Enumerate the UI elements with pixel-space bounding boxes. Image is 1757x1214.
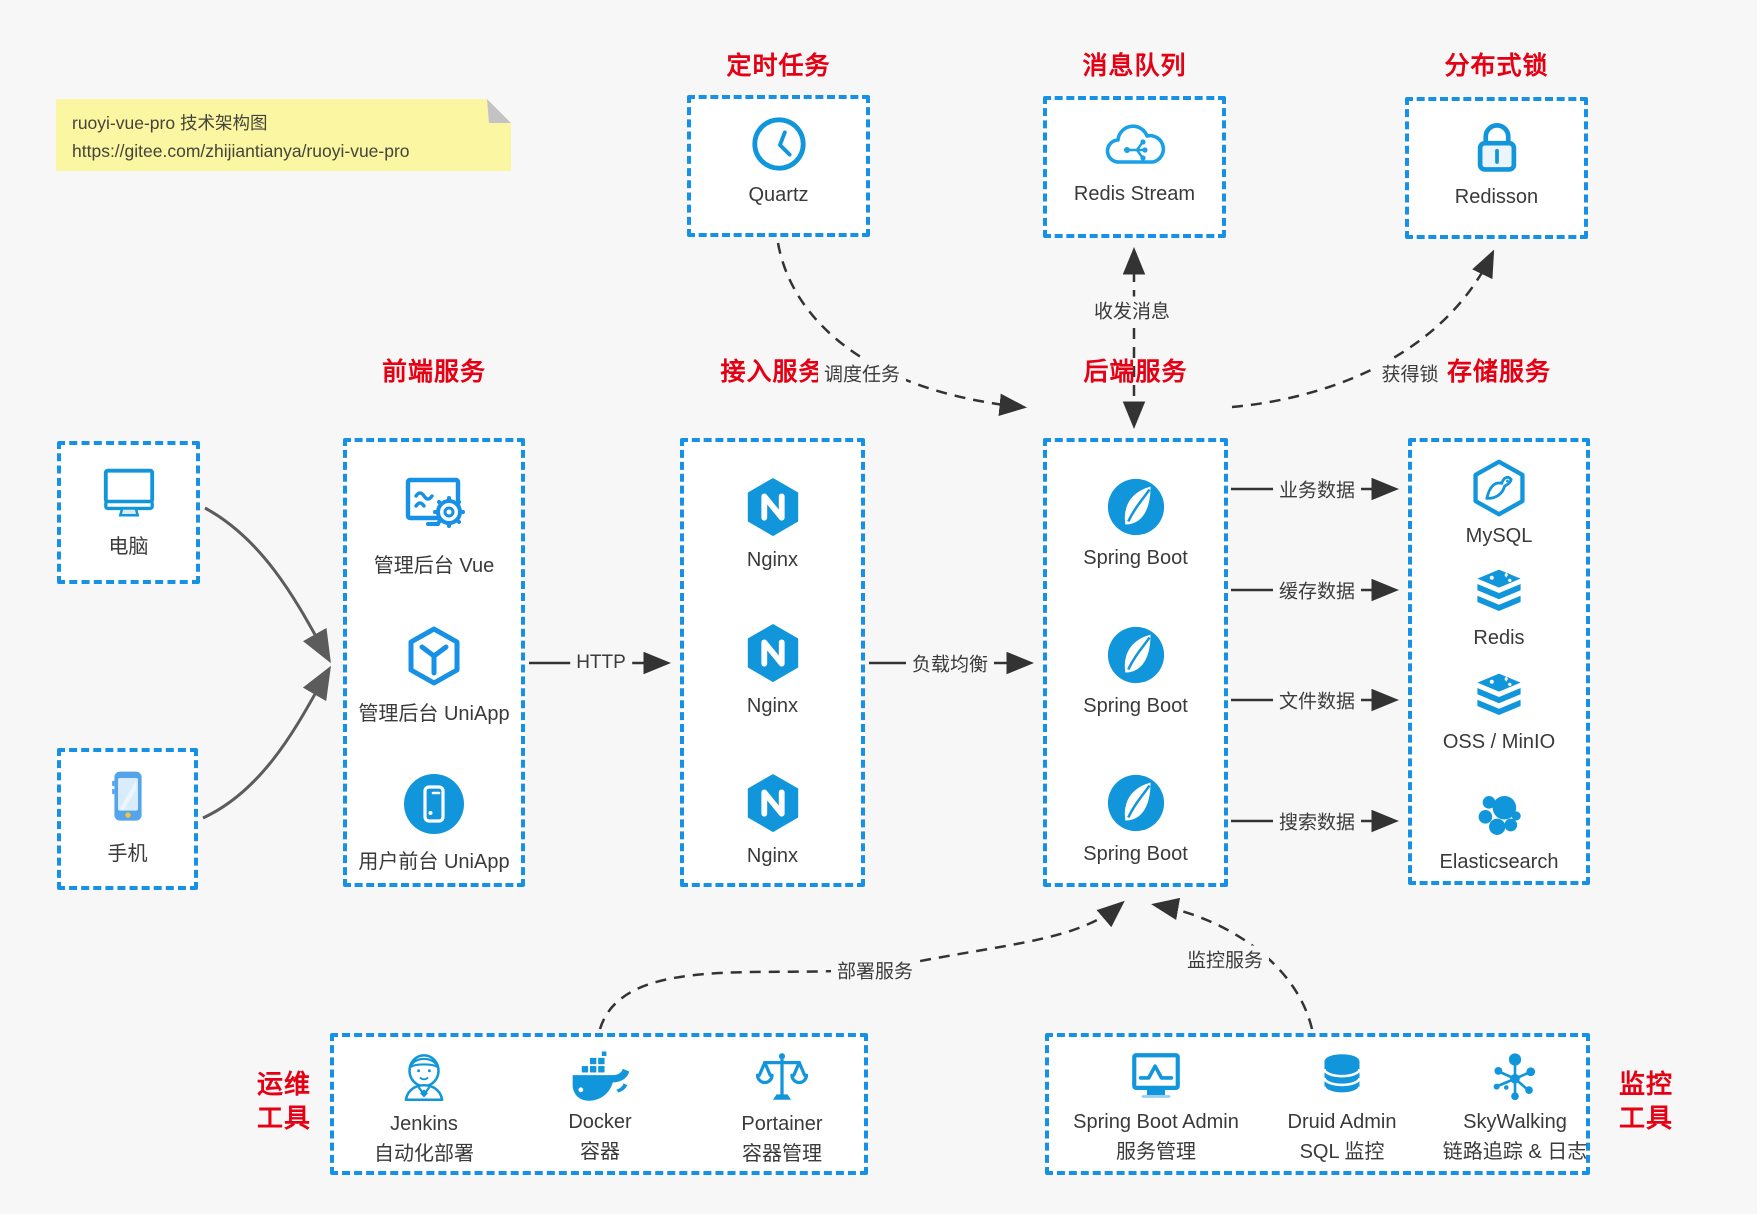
sticky-note: ruoyi-vue-pro 技术架构图 https://gitee.com/zh… <box>56 99 511 171</box>
monitoring-side-label-line2: 工具 <box>1618 1102 1673 1133</box>
smartphone-icon <box>111 771 142 821</box>
mysql-label: MySQL <box>1465 525 1533 547</box>
portainer-name: Portainer <box>741 1113 823 1135</box>
druid-admin-name: Druid Admin <box>1287 1111 1397 1133</box>
cloud-stream-icon <box>1105 124 1165 164</box>
oss-minio-label: OSS / MinIO <box>1442 731 1556 753</box>
nginx-icon <box>747 477 798 537</box>
title-gateway: 接入服务 <box>720 358 825 386</box>
portainer-scales-icon <box>755 1053 809 1100</box>
quartz-label: Quartz <box>748 184 809 206</box>
box-quartz: Quartz <box>687 95 870 237</box>
nginx-label-2: Nginx <box>746 695 799 717</box>
label-business-data: 业务数据 <box>1272 475 1362 503</box>
lock-icon <box>1477 123 1516 172</box>
box-redis-stream: Redis Stream <box>1043 96 1226 238</box>
nginx-icon <box>747 773 798 833</box>
spring-boot-admin-desc: 服务管理 <box>1116 1141 1196 1163</box>
box-phone-client: 手机 <box>57 748 198 890</box>
monitor-chart-icon <box>1132 1053 1180 1098</box>
title-scheduled-tasks: 定时任务 <box>726 52 831 80</box>
redis-stream-label: Redis Stream <box>1073 183 1196 205</box>
spring-boot-label-2: Spring Boot <box>1083 695 1188 717</box>
topology-icon <box>1493 1053 1536 1101</box>
box-backend: Spring Boot Spring Boot Spring Boot <box>1043 438 1228 887</box>
user-uniapp-label: 用户前台 UniApp <box>358 851 510 873</box>
box-monitoring-tools: Spring Boot Admin 服务管理 Druid Admin SQL 监… <box>1045 1033 1590 1175</box>
label-messaging: 收发消息 <box>1087 296 1177 324</box>
note-line-1: ruoyi-vue-pro 技术架构图 <box>72 113 268 133</box>
clock-icon <box>751 117 806 171</box>
druid-admin-desc: SQL 监控 <box>1299 1141 1385 1163</box>
spring-leaf-icon <box>1107 774 1164 832</box>
skywalking-desc: 链路追踪 & 日志 <box>1442 1141 1588 1163</box>
label-file-data: 文件数据 <box>1272 686 1362 714</box>
nginx-label-1: Nginx <box>746 549 799 571</box>
label-cache-data: 缓存数据 <box>1272 576 1362 604</box>
elasticsearch-icon <box>1478 795 1521 835</box>
user-app-icon <box>404 774 464 834</box>
label-acquire-lock: 获得锁 <box>1375 359 1445 387</box>
docker-name: Docker <box>568 1111 632 1133</box>
spring-boot-label-1: Spring Boot <box>1083 547 1188 569</box>
desktop-icon <box>103 468 154 517</box>
note-line-2: https://gitee.com/zhijiantianya/ruoyi-vu… <box>72 141 410 161</box>
monitoring-side-label: 监控 工具 <box>1602 1068 1690 1136</box>
note-text: ruoyi-vue-pro 技术架构图 https://gitee.com/zh… <box>72 109 410 165</box>
box-frontend: 管理后台 Vue 管理后台 UniApp 用户前台 UniApp <box>343 438 525 887</box>
jenkins-name: Jenkins <box>390 1113 458 1135</box>
redisson-label: Redisson <box>1454 186 1539 208</box>
spring-leaf-icon <box>1107 626 1164 684</box>
label-search-data: 搜索数据 <box>1272 807 1362 835</box>
jenkins-icon <box>404 1054 444 1102</box>
admin-vue-label: 管理后台 Vue <box>373 555 495 577</box>
box-ops-tools: Jenkins 自动化部署 Docker 容器 <box>330 1033 868 1175</box>
title-frontend: 前端服务 <box>381 358 486 386</box>
jenkins-desc: 自动化部署 <box>374 1143 474 1165</box>
title-storage: 存储服务 <box>1446 358 1551 386</box>
redis-icon <box>1477 569 1521 611</box>
docker-icon <box>572 1051 630 1101</box>
note-fold-corner <box>487 99 511 123</box>
label-http: HTTP <box>570 652 632 674</box>
phone-label: 手机 <box>107 843 148 865</box>
nginx-icon <box>747 623 798 683</box>
edge-phone-to-frontend <box>202 665 332 820</box>
database-icon <box>1323 1054 1361 1095</box>
redis-label: Redis <box>1473 627 1525 649</box>
ops-side-label: 运维 工具 <box>240 1068 328 1136</box>
spring-boot-admin-name: Spring Boot Admin <box>1073 1111 1239 1133</box>
box-redisson: Redisson <box>1405 97 1588 239</box>
title-backend: 后端服务 <box>1083 358 1188 386</box>
title-message-queue: 消息队列 <box>1082 52 1187 80</box>
uniapp-cube-icon <box>408 626 460 686</box>
ops-side-label-line1: 运维 <box>256 1069 311 1099</box>
docker-desc: 容器 <box>580 1141 620 1163</box>
skywalking-name: SkyWalking <box>1463 1111 1567 1133</box>
mysql-icon <box>1473 459 1525 517</box>
pc-label: 电脑 <box>108 536 149 558</box>
spring-leaf-icon <box>1107 478 1164 536</box>
label-load-balance: 负载均衡 <box>905 649 995 677</box>
label-schedule-task: 调度任务 <box>817 359 907 387</box>
box-pc-client: 电脑 <box>57 441 200 584</box>
oss-minio-icon <box>1477 673 1521 715</box>
spring-boot-label-3: Spring Boot <box>1083 843 1188 865</box>
edge-pc-to-frontend <box>204 506 331 664</box>
admin-uniapp-label: 管理后台 UniApp <box>358 703 510 725</box>
title-distributed-lock: 分布式锁 <box>1444 52 1549 80</box>
portainer-desc: 容器管理 <box>742 1143 822 1165</box>
ops-side-label-line2: 工具 <box>256 1102 311 1133</box>
label-monitor-service: 监控服务 <box>1180 945 1270 973</box>
gear-icon <box>433 496 465 528</box>
elasticsearch-label: Elasticsearch <box>1439 851 1559 873</box>
box-storage: MySQL Redis OSS / MinIO <box>1408 438 1590 885</box>
monitoring-side-label-line1: 监控 <box>1618 1069 1673 1099</box>
nginx-label-3: Nginx <box>746 845 799 867</box>
box-gateway: Nginx Nginx Nginx <box>680 438 865 887</box>
label-deploy-service: 部署服务 <box>830 956 920 984</box>
admin-vue-icon <box>405 477 465 528</box>
